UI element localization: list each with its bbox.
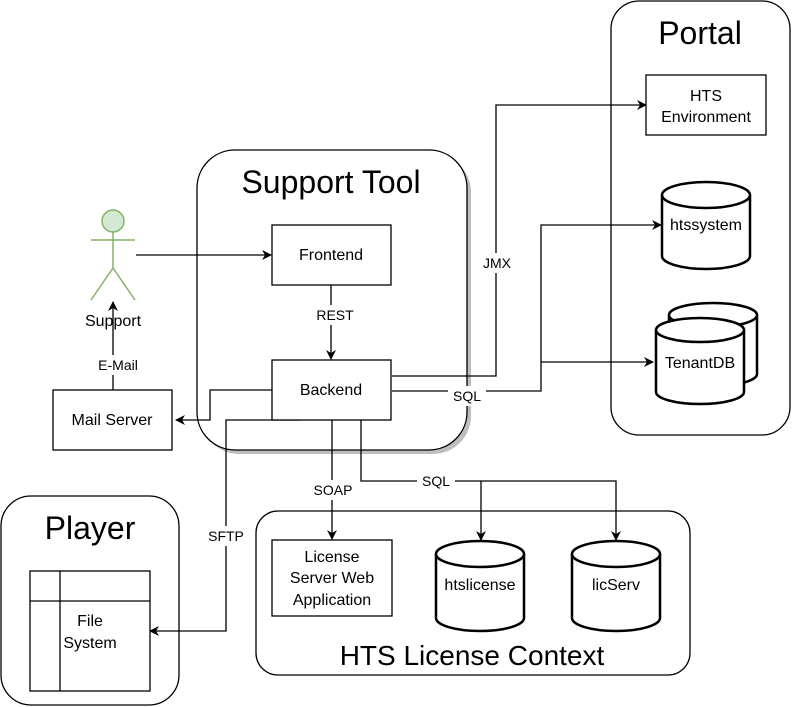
licserv-label: licServ [592, 577, 640, 594]
hts-environment-label-line2: Environment [661, 109, 751, 126]
sql-license-label: SQL [422, 473, 450, 489]
license-server-web-app-node: License Server Web Application [271, 539, 393, 617]
frontend-label: Frontend [299, 247, 363, 264]
edge-backend-htsenvironment [392, 100, 647, 377]
htslicense-label: htslicense [444, 577, 515, 594]
edge-labels: REST E-Mail JMX SQL SOAP SQL SFTP [92, 253, 516, 546]
edge-backend-license-sql [360, 420, 621, 541]
stick-figure-icon [90, 209, 136, 301]
file-system-label-line2: System [63, 635, 116, 652]
database-icon [654, 301, 759, 406]
player-title: Player [45, 510, 136, 546]
support-actor: Support [85, 209, 142, 330]
licserv-database: licServ [570, 539, 662, 633]
license-server-label-line2: Server Web [290, 570, 374, 587]
frontend-node: Frontend [271, 224, 392, 286]
edge-backend-filesystem [149, 419, 301, 636]
backend-node: Backend [271, 359, 392, 421]
htssystem-label: htssystem [670, 217, 742, 234]
database-icon [570, 539, 662, 633]
hts-environment-node: HTS Environment [645, 74, 767, 136]
support-label: Support [85, 313, 142, 330]
email-label: E-Mail [98, 357, 138, 373]
tenantdb-label: TenantDB [665, 355, 735, 372]
sql-portal-label: SQL [453, 388, 481, 404]
htslicense-database: htslicense [434, 539, 526, 633]
file-system-label-line1: File [77, 613, 103, 630]
mail-server-node: Mail Server [52, 389, 173, 451]
soap-label: SOAP [314, 482, 353, 498]
portal-title: Portal [658, 15, 742, 51]
edge-backend-mailserver [175, 389, 272, 425]
support-tool-container: Support Tool [196, 149, 471, 454]
tenantdb-database: TenantDB [654, 301, 759, 406]
rest-label: REST [316, 307, 354, 323]
support-tool-title: Support Tool [241, 164, 420, 200]
htssystem-database: htssystem [660, 180, 752, 271]
file-system-node: File System [29, 570, 151, 692]
database-icon [660, 180, 752, 271]
jmx-label: JMX [483, 255, 512, 271]
backend-label: Backend [300, 382, 362, 399]
sftp-label: SFTP [208, 528, 244, 544]
mail-server-label: Mail Server [72, 412, 154, 429]
hts-environment-label-line1: HTS [690, 88, 722, 105]
hts-license-context-title: HTS License Context [340, 640, 605, 671]
license-server-label-line3: Application [293, 592, 371, 609]
license-server-label-line1: License [304, 549, 359, 566]
database-icon [434, 539, 526, 633]
